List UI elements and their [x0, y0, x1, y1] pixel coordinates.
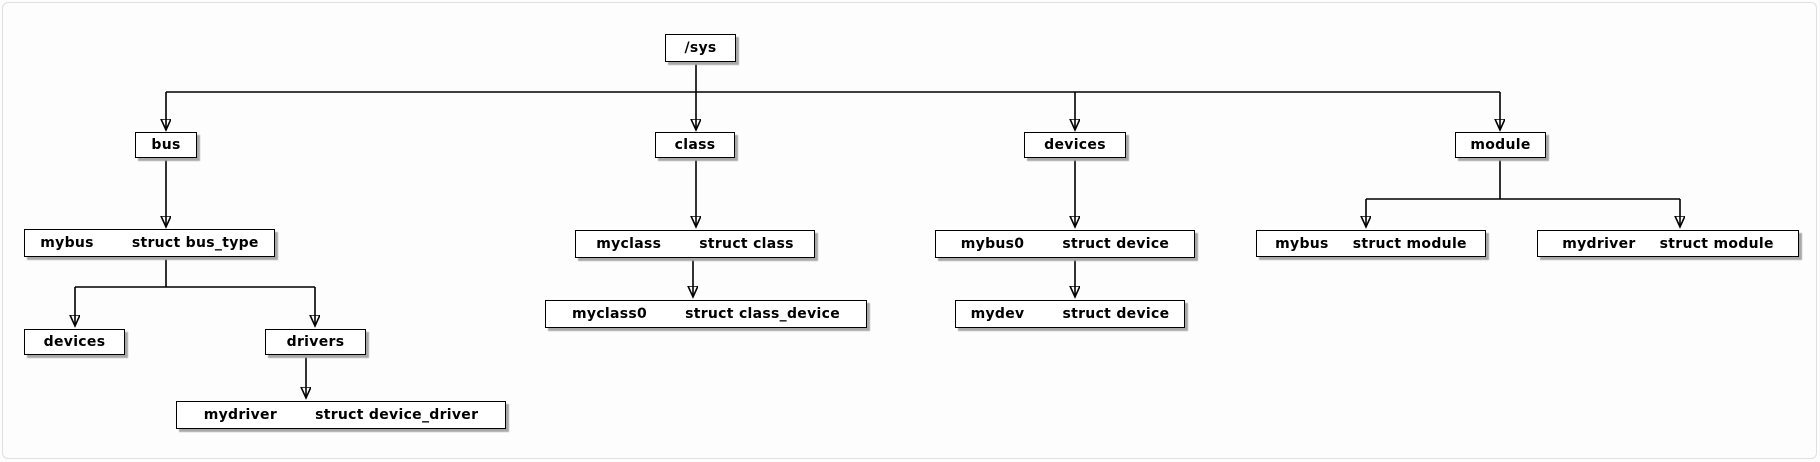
- node-myclass0-type: struct class_device: [685, 306, 840, 322]
- node-mybus-bustype-name: mybus: [40, 235, 94, 251]
- node-mybus-bustype-type: struct bus_type: [131, 235, 259, 251]
- node-bus-drivers-label: drivers: [286, 334, 345, 350]
- edge-mybus-rail: [75, 257, 315, 288]
- edge-module-rail: [1366, 158, 1680, 200]
- node-bus-drivers: drivers: [265, 329, 366, 355]
- node-myclass-name: myclass: [596, 236, 662, 252]
- node-mydriver-module: mydriver struct module: [1537, 230, 1799, 257]
- node-mydriver-devicedriver: mydriver struct device_driver: [176, 401, 506, 429]
- node-mydriver-devicedriver-type: struct device_driver: [315, 407, 479, 423]
- node-bus-devices: devices: [24, 329, 125, 355]
- node-mydriver-module-type: struct module: [1659, 235, 1774, 252]
- node-module: module: [1455, 132, 1546, 158]
- node-devices-label: devices: [1044, 137, 1106, 153]
- node-mydev: mydev struct device: [955, 300, 1185, 328]
- node-class-label: class: [674, 137, 716, 153]
- node-mydev-name: mydev: [970, 306, 1025, 322]
- node-mydriver-devicedriver-name: mydriver: [203, 407, 278, 423]
- node-mybus0-type: struct device: [1062, 236, 1170, 252]
- node-myclass0-name: myclass0: [572, 306, 648, 322]
- node-mybus0-name: mybus0: [960, 236, 1025, 252]
- node-mybus-module: mybus struct module: [1256, 230, 1486, 257]
- node-mybus-module-type: struct module: [1352, 235, 1467, 252]
- node-mydriver-module-name: mydriver: [1562, 235, 1636, 252]
- node-bus-devices-label: devices: [43, 334, 106, 350]
- node-sys-label: /sys: [684, 40, 717, 56]
- node-myclass-type: struct class: [699, 236, 794, 252]
- node-bus-label: bus: [151, 137, 181, 153]
- node-module-label: module: [1470, 137, 1531, 153]
- node-mybus-bustype: mybus struct bus_type: [24, 229, 275, 257]
- node-mybus0: mybus0 struct device: [935, 230, 1195, 258]
- node-mybus-module-name: mybus: [1275, 235, 1329, 252]
- node-class: class: [655, 132, 735, 158]
- node-myclass: myclass struct class: [575, 230, 815, 258]
- node-sys: /sys: [665, 34, 736, 62]
- node-bus: bus: [135, 132, 197, 158]
- node-devices: devices: [1024, 132, 1126, 158]
- node-myclass0: myclass0 struct class_device: [545, 300, 867, 328]
- node-mydev-type: struct device: [1062, 306, 1170, 322]
